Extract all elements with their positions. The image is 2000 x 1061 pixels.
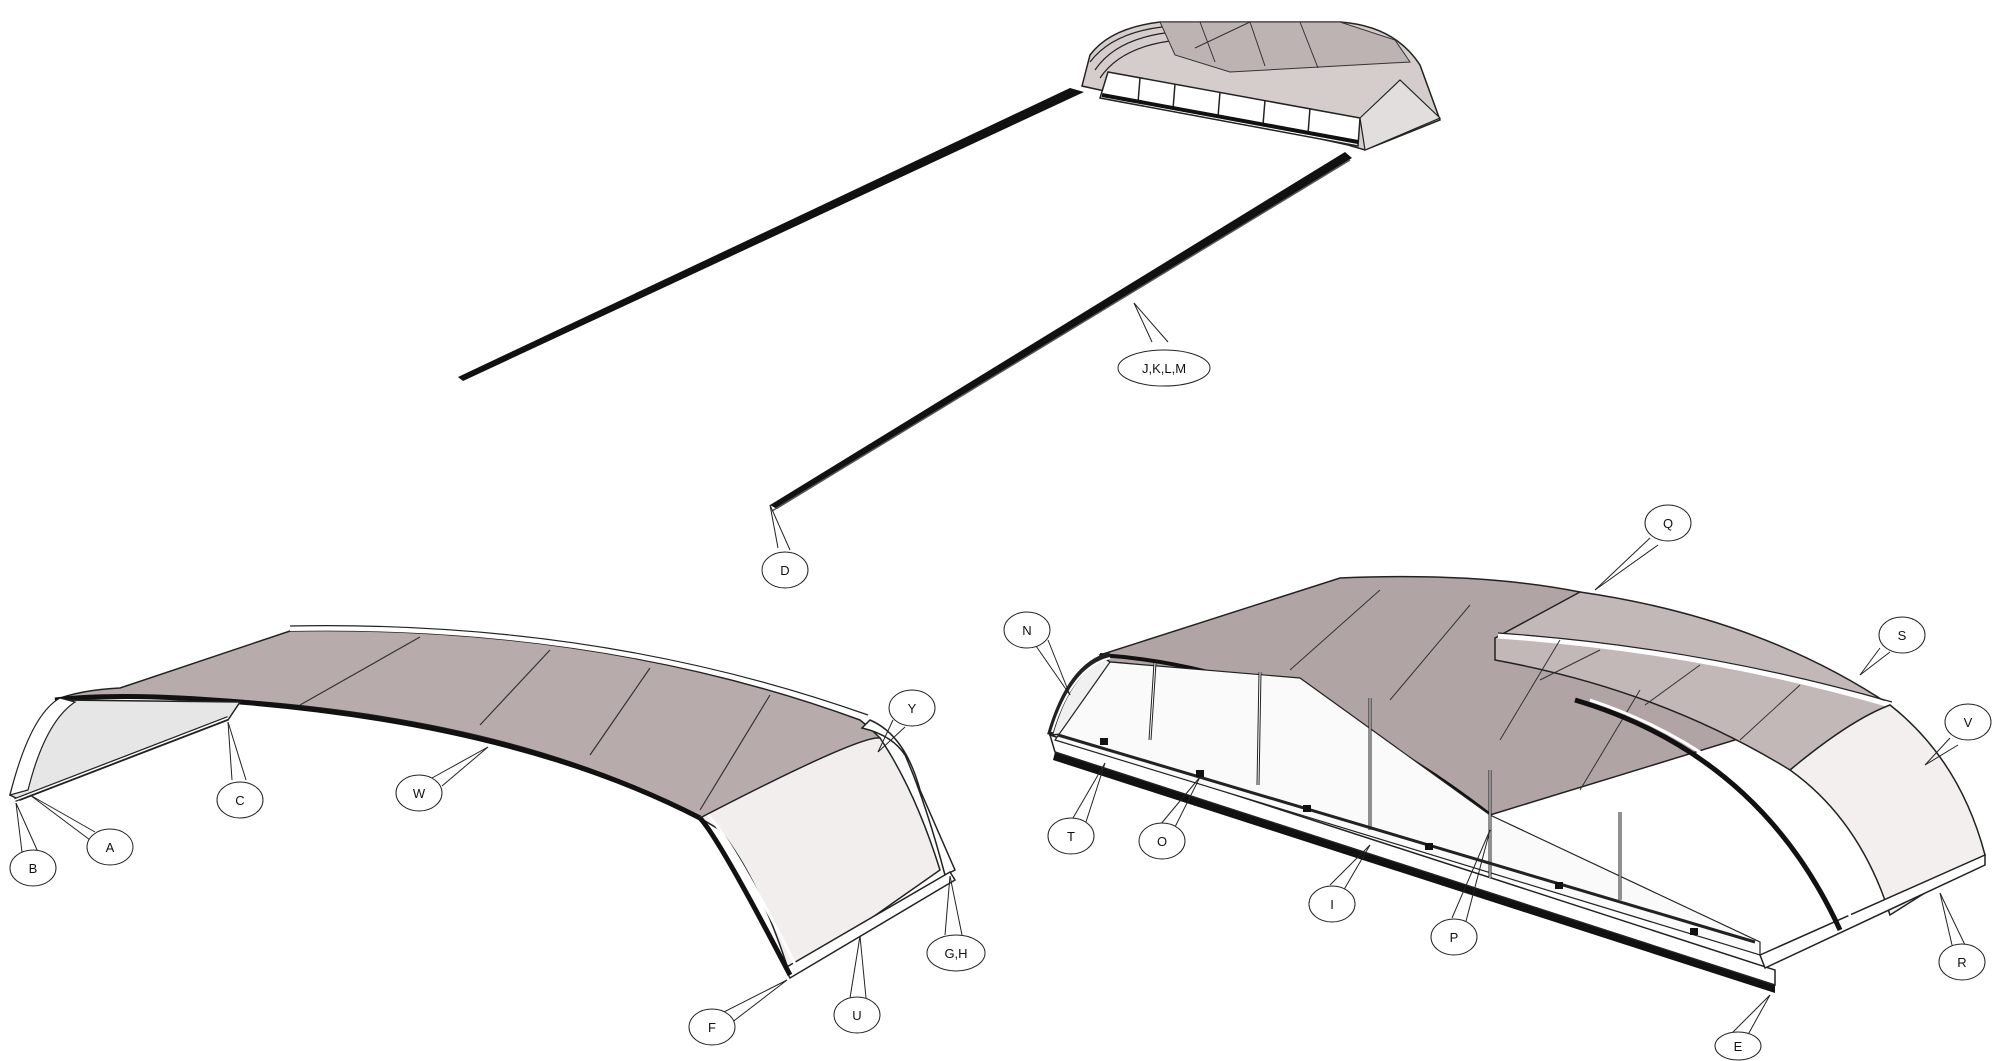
stacked-enclosure (1081, 21, 1442, 151)
roof-edge-seal (54, 693, 702, 821)
callout-label: G,H (944, 946, 967, 961)
callout-y: Y (877, 689, 936, 753)
callout-label: Y (908, 701, 917, 716)
callout-b: B (9, 802, 57, 887)
right-rail-edge (771, 159, 1351, 512)
callout-w: W (395, 746, 489, 812)
callout-label: W (413, 786, 426, 801)
left-rail (458, 88, 1084, 381)
callout-o: O (1138, 776, 1201, 860)
callout-d: D (761, 504, 809, 589)
callout-label: D (780, 563, 789, 578)
enclosure-on-rails-view (458, 21, 1442, 512)
callout-label: A (106, 840, 115, 855)
callout-label: R (1957, 955, 1966, 970)
callout-label: S (1898, 628, 1907, 643)
callout-c: C (216, 721, 264, 819)
callout-label: O (1157, 834, 1167, 849)
callout-jklm: J,K,L,M (1117, 302, 1211, 387)
callout-a: A (29, 794, 134, 866)
callout-u: U (833, 935, 881, 1034)
callout-label: F (708, 1020, 716, 1035)
callout-i: I (1308, 844, 1371, 923)
callout-label: V (1964, 715, 1973, 730)
callouts: J,K,L,M D A B C (9, 302, 1992, 1061)
callout-p: P (1430, 829, 1491, 956)
callout-label: C (235, 793, 244, 808)
callout-label: Q (1663, 516, 1673, 531)
right-end-wall (1788, 704, 1986, 917)
latches (1100, 738, 1698, 935)
front-glazed-wall (1054, 661, 1761, 956)
arched-section-view (9, 625, 957, 980)
callout-v: V (1924, 703, 1992, 766)
callout-label: B (29, 861, 38, 876)
callout-label: P (1450, 930, 1459, 945)
callout-q: Q (1594, 504, 1692, 591)
callout-gh: G,H (926, 875, 986, 972)
callout-label: T (1067, 829, 1075, 844)
callout-t: T (1047, 762, 1106, 855)
callout-n: N (1003, 611, 1071, 696)
right-rail (770, 152, 1352, 509)
callout-label: E (1734, 1039, 1743, 1054)
ground-rail (1053, 752, 1775, 993)
callout-label: J,K,L,M (1142, 361, 1186, 376)
callout-r: R (1938, 892, 1986, 981)
callout-label: U (852, 1008, 861, 1023)
callout-e: E (1714, 994, 1771, 1061)
callout-s: S (1859, 616, 1926, 676)
full-enclosure-view (1047, 575, 1986, 993)
callout-f: F (688, 979, 788, 1046)
arch-frame-front (1574, 697, 1843, 932)
callout-label: N (1022, 623, 1031, 638)
callout-label: I (1330, 897, 1334, 912)
